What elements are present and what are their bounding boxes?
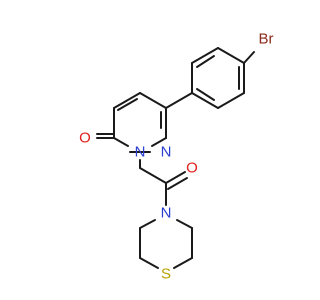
bond xyxy=(191,47,219,64)
molecule-structure-diagram: Br O N N O N S xyxy=(79,31,274,283)
bond xyxy=(176,219,193,229)
bond xyxy=(173,257,193,269)
thiomorpholine-ring xyxy=(139,219,193,269)
bond-to-bromine xyxy=(243,51,255,64)
bond xyxy=(139,92,167,109)
sulfur-atom: S xyxy=(161,266,171,283)
double-bond-inner xyxy=(117,98,138,111)
bromophenyl-ring xyxy=(191,47,245,109)
amide-nitrogen-atom: N xyxy=(161,205,172,222)
bond xyxy=(151,137,167,147)
ring-nitrogen-atom-1: N xyxy=(161,144,172,161)
bond xyxy=(139,167,167,184)
bond xyxy=(113,137,129,147)
bromine-atom: Br xyxy=(259,31,274,48)
amide-carbonyl-bond xyxy=(165,171,186,184)
double-bond-inner xyxy=(196,55,215,68)
bond xyxy=(139,257,159,269)
ring-nitrogen-atom-2: N xyxy=(135,144,146,161)
ring-oxygen-atom: O xyxy=(79,130,91,147)
bond xyxy=(217,92,245,109)
pyridazinone-ring xyxy=(113,92,167,147)
bond xyxy=(191,92,219,109)
bond xyxy=(139,219,156,229)
biaryl-bond xyxy=(165,92,193,109)
amide-oxygen-atom: O xyxy=(186,160,198,177)
bond xyxy=(113,92,141,109)
double-bond-inner xyxy=(196,88,215,101)
amide-carbonyl-bond-double xyxy=(167,177,188,190)
bond xyxy=(217,47,245,64)
